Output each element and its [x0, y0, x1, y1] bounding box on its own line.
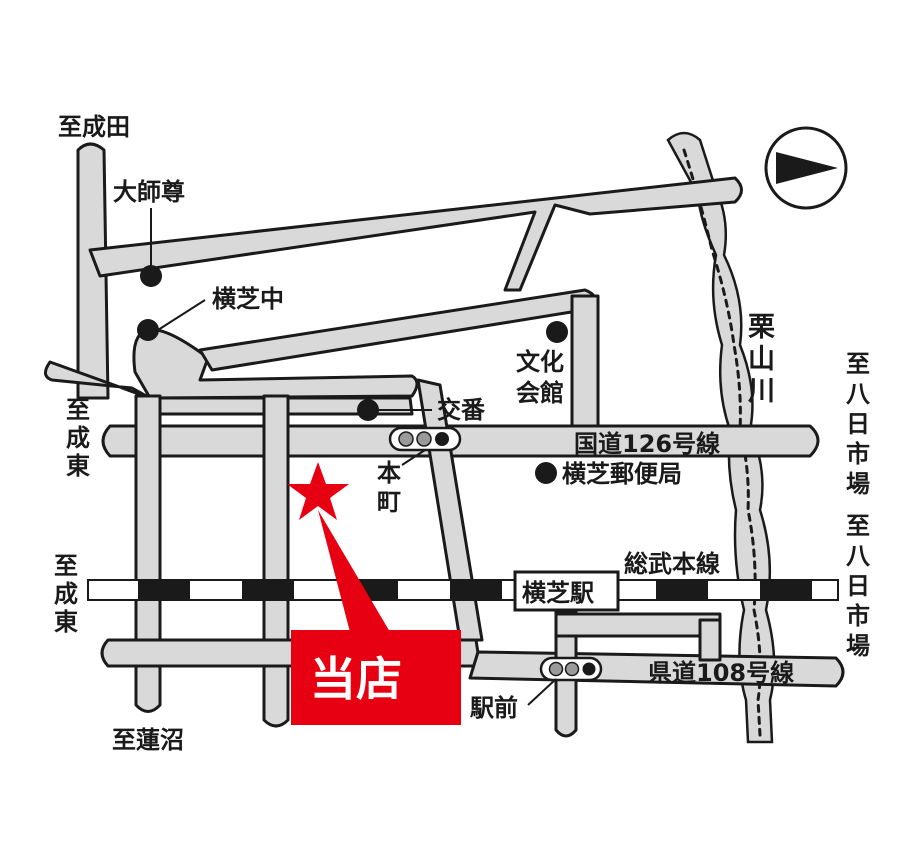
label-kuriyama-2: 山	[748, 344, 775, 375]
roads	[44, 142, 845, 738]
label-to-yokaichiba-2c: 日	[846, 572, 870, 600]
label-yokoshiba-jhs: 横芝中	[212, 285, 284, 313]
label-to-yokaichiba-2d: 市	[846, 602, 870, 630]
label-to-yokaichiba-1e: 場	[846, 470, 870, 498]
post-office-dot	[535, 462, 557, 484]
label-to-yokaichiba-1a: 至	[846, 350, 870, 378]
label-to-yokaichiba-2b: 八	[846, 542, 871, 570]
label-kuriyama-1: 栗	[748, 312, 775, 343]
sobu-railway	[87, 579, 839, 601]
station-box	[513, 570, 620, 612]
label-bunka-2: 会館	[516, 379, 564, 407]
label-to-yokaichiba-2e: 場	[846, 632, 870, 660]
label-machi: 町	[377, 488, 401, 516]
bunka-kaikan-dot	[546, 321, 568, 343]
label-to-narita: 至成田	[58, 113, 130, 141]
label-to-naruto-1b: 成	[66, 424, 90, 452]
koban-dot	[357, 399, 379, 421]
star-marker-icon	[287, 462, 390, 632]
label-to-yokaichiba-1b: 八	[846, 380, 871, 408]
label-kuriyama-3: 川	[748, 376, 775, 407]
label-daishison: 大師尊	[113, 178, 185, 206]
daishison-dot	[140, 265, 162, 287]
traffic-signal-icon	[539, 656, 603, 682]
label-to-naruto-2a: 至	[54, 552, 78, 580]
label-to-yokaichiba-1d: 市	[846, 440, 870, 468]
label-to-hasunuma: 至蓮沼	[112, 726, 184, 754]
label-hon: 本	[377, 459, 401, 487]
label-route108: 県道108号線	[648, 659, 794, 687]
label-post-office: 横芝郵便局	[562, 460, 682, 488]
label-to-naruto-1a: 至	[66, 396, 90, 424]
label-bunka-1: 文化	[516, 348, 564, 376]
label-to-naruto-2c: 東	[54, 608, 78, 636]
label-ekimae: 駅前	[470, 694, 518, 722]
store-label: 当店	[310, 652, 402, 706]
label-to-yokaichiba-2a: 至	[846, 512, 870, 540]
label-to-naruto-1c: 東	[66, 452, 90, 480]
label-koban: 交番	[437, 396, 486, 424]
label-route126: 国道126号線	[574, 430, 720, 458]
traffic-signal-icon	[388, 426, 462, 452]
north-arrow-icon	[764, 126, 848, 210]
label-to-yokaichiba-1c: 日	[846, 410, 870, 438]
yokoshiba-jhs-dot	[137, 319, 159, 341]
label-to-naruto-2b: 成	[54, 580, 78, 608]
store-box	[291, 630, 461, 725]
label-sobu-line: 総武本線	[624, 550, 720, 578]
station-label: 横芝駅	[522, 579, 594, 607]
